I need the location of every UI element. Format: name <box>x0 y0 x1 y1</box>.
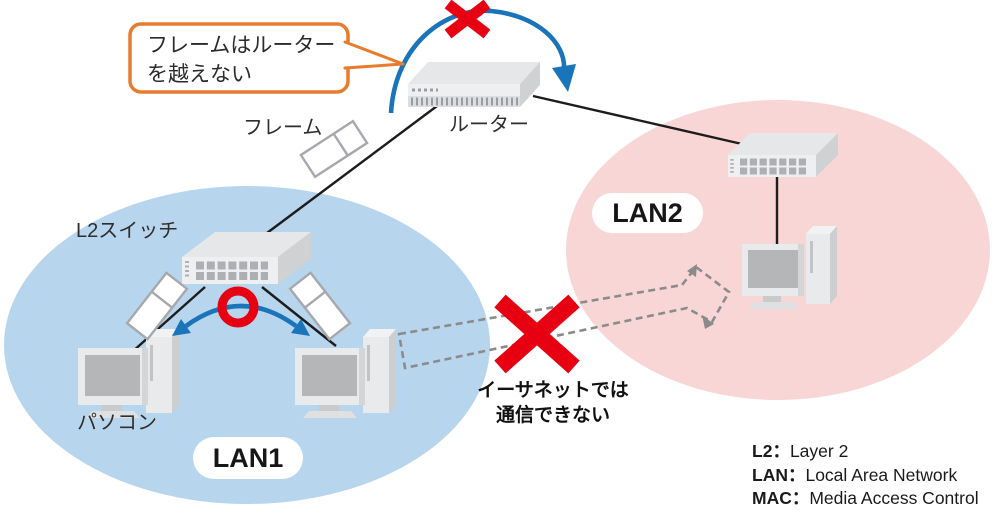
callout-line1: フレームはルーター <box>147 34 336 57</box>
network-links <box>131 94 779 353</box>
ethernet-line2: 通信できない <box>495 404 610 426</box>
legend-term: L2 <box>752 441 773 461</box>
legend-def: Media Access Control <box>809 488 979 508</box>
pc-icon-lan1-right <box>295 329 396 418</box>
lan1-ellipse <box>4 186 490 504</box>
cross-icon-top <box>444 0 491 39</box>
legend-sep: ： <box>772 441 790 461</box>
legend-def: Layer 2 <box>789 441 849 461</box>
link-l2switch-pc2 <box>261 286 337 347</box>
pc-icon-lan2 <box>742 226 837 309</box>
legend-item-lan: LAN：Local Area Network <box>752 464 979 488</box>
lan2-badge: LAN2 <box>592 193 703 233</box>
frame-label: フレーム <box>243 117 323 139</box>
l2-switch-icon <box>182 232 311 284</box>
link-l2switch-router <box>266 105 438 234</box>
frame-icon-top <box>299 119 369 179</box>
link-router-lan2switch <box>532 94 743 146</box>
legend-def: Local Area Network <box>805 464 958 485</box>
pc-label: パソコン <box>77 412 157 434</box>
legend-term: LAN <box>752 464 788 485</box>
legend-term: MAC <box>752 488 792 508</box>
router-label: ルーター <box>449 114 529 136</box>
blocked-path-arrow-icon <box>397 264 731 370</box>
ethernet-blocked-label: イーサネットでは 通信できない <box>448 379 658 428</box>
link-l2switch-pc1 <box>131 286 206 353</box>
legend: L2：Layer 2 LAN：Local Area Network MAC：Me… <box>752 440 979 511</box>
callout-line2: を越えない <box>147 63 252 86</box>
frame-icon-right <box>288 271 352 341</box>
router-icon <box>408 62 540 107</box>
legend-item-l2: L2：Layer 2 <box>752 440 979 464</box>
lan2-switch-icon <box>728 133 838 177</box>
lan1-badge: LAN1 <box>193 437 303 479</box>
callout-bubble <box>128 22 405 94</box>
l2-switch-label: L2スイッチ <box>76 220 179 242</box>
cross-icon-large <box>494 294 580 374</box>
frame-icon-left <box>125 271 189 341</box>
ethernet-line1: イーサネットでは <box>477 380 629 401</box>
callout-text: フレームはルーター を越えない <box>147 31 335 89</box>
no-entry-ring-icon <box>217 286 259 328</box>
legend-sep: ： <box>791 488 810 508</box>
legend-sep: ： <box>787 464 806 485</box>
pc-icon-lan1-left <box>78 329 179 418</box>
switch-arc-arrow-icon <box>172 303 310 336</box>
legend-item-mac: MAC：Media Access Control <box>752 487 979 511</box>
